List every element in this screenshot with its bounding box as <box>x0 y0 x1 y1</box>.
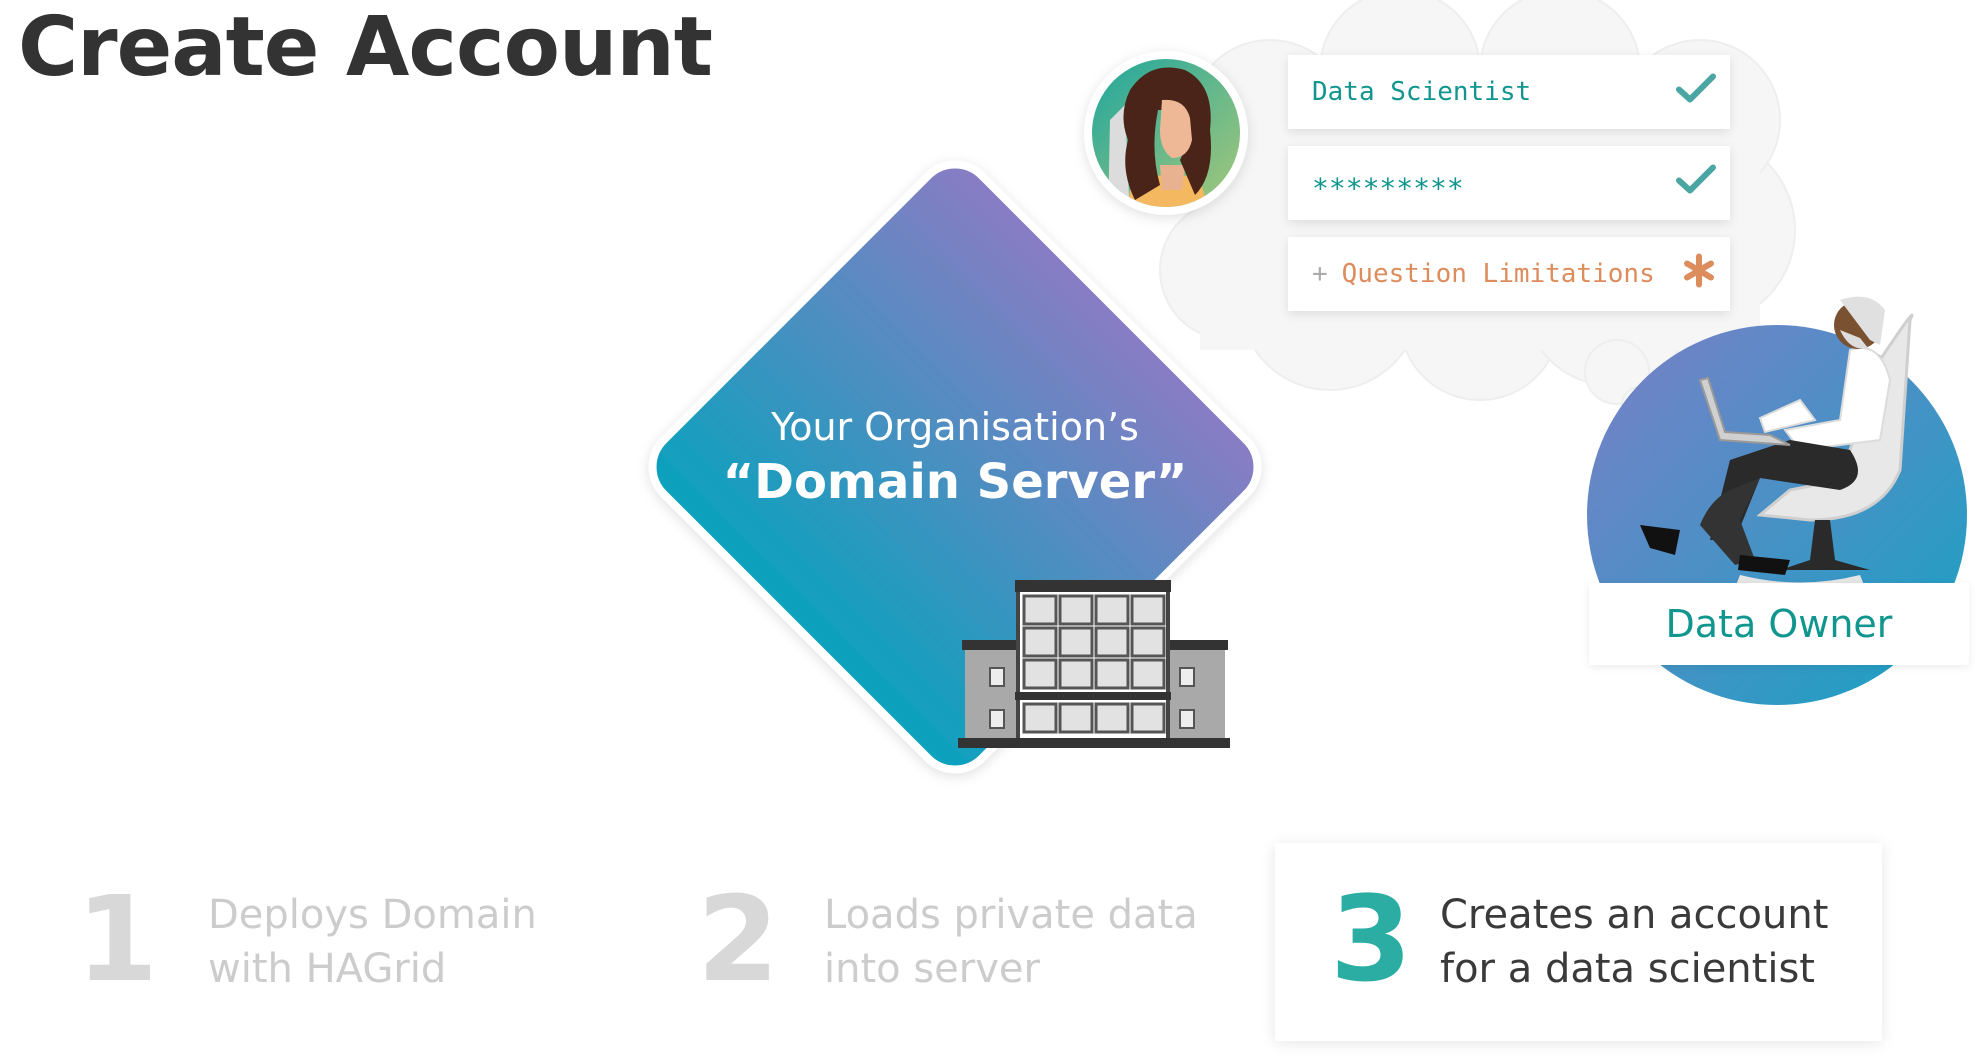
check-icon <box>1676 164 1716 203</box>
server-title: “Domain Server” <box>722 454 1188 510</box>
step-1-text: Deploys Domain with HAGrid <box>208 888 537 996</box>
check-icon <box>1676 73 1716 112</box>
step-1-line-2: with HAGrid <box>208 946 447 992</box>
server-subtitle: Your Organisation’s <box>771 405 1139 449</box>
page-title: Create Account <box>18 0 713 95</box>
step-3-line-2: for a data scientist <box>1440 946 1815 992</box>
step-1-line-1: Deploys Domain <box>208 892 537 938</box>
step-3-text: Creates an account for a data scientist <box>1440 888 1828 996</box>
step-1-number: 1 <box>76 870 159 1008</box>
asterisk-icon <box>1682 253 1716 295</box>
role-field[interactable]: Data Scientist <box>1288 55 1730 129</box>
building-icon <box>958 580 1230 748</box>
data-scientist-avatar <box>1084 51 1248 215</box>
add-prefix: + <box>1312 259 1328 289</box>
data-owner-label: Data Owner <box>1589 583 1969 665</box>
step-2-line-2: into server <box>824 946 1040 992</box>
data-owner-text: Data Owner <box>1665 602 1893 646</box>
step-3-card <box>1275 843 1882 1041</box>
step-2-number: 2 <box>697 870 780 1008</box>
step-2-line-1: Loads private data <box>824 892 1198 938</box>
password-field[interactable]: ********* <box>1288 146 1730 220</box>
step-3-line-1: Creates an account <box>1440 892 1829 938</box>
role-field-value: Data Scientist <box>1312 77 1532 107</box>
step-2-text: Loads private data into server <box>824 888 1198 996</box>
question-limitations-field[interactable]: + Question Limitations <box>1288 237 1730 311</box>
question-limitations-label: Question Limitations <box>1341 259 1655 289</box>
step-3-number: 3 <box>1330 870 1413 1008</box>
password-field-value: ********* <box>1312 171 1464 205</box>
